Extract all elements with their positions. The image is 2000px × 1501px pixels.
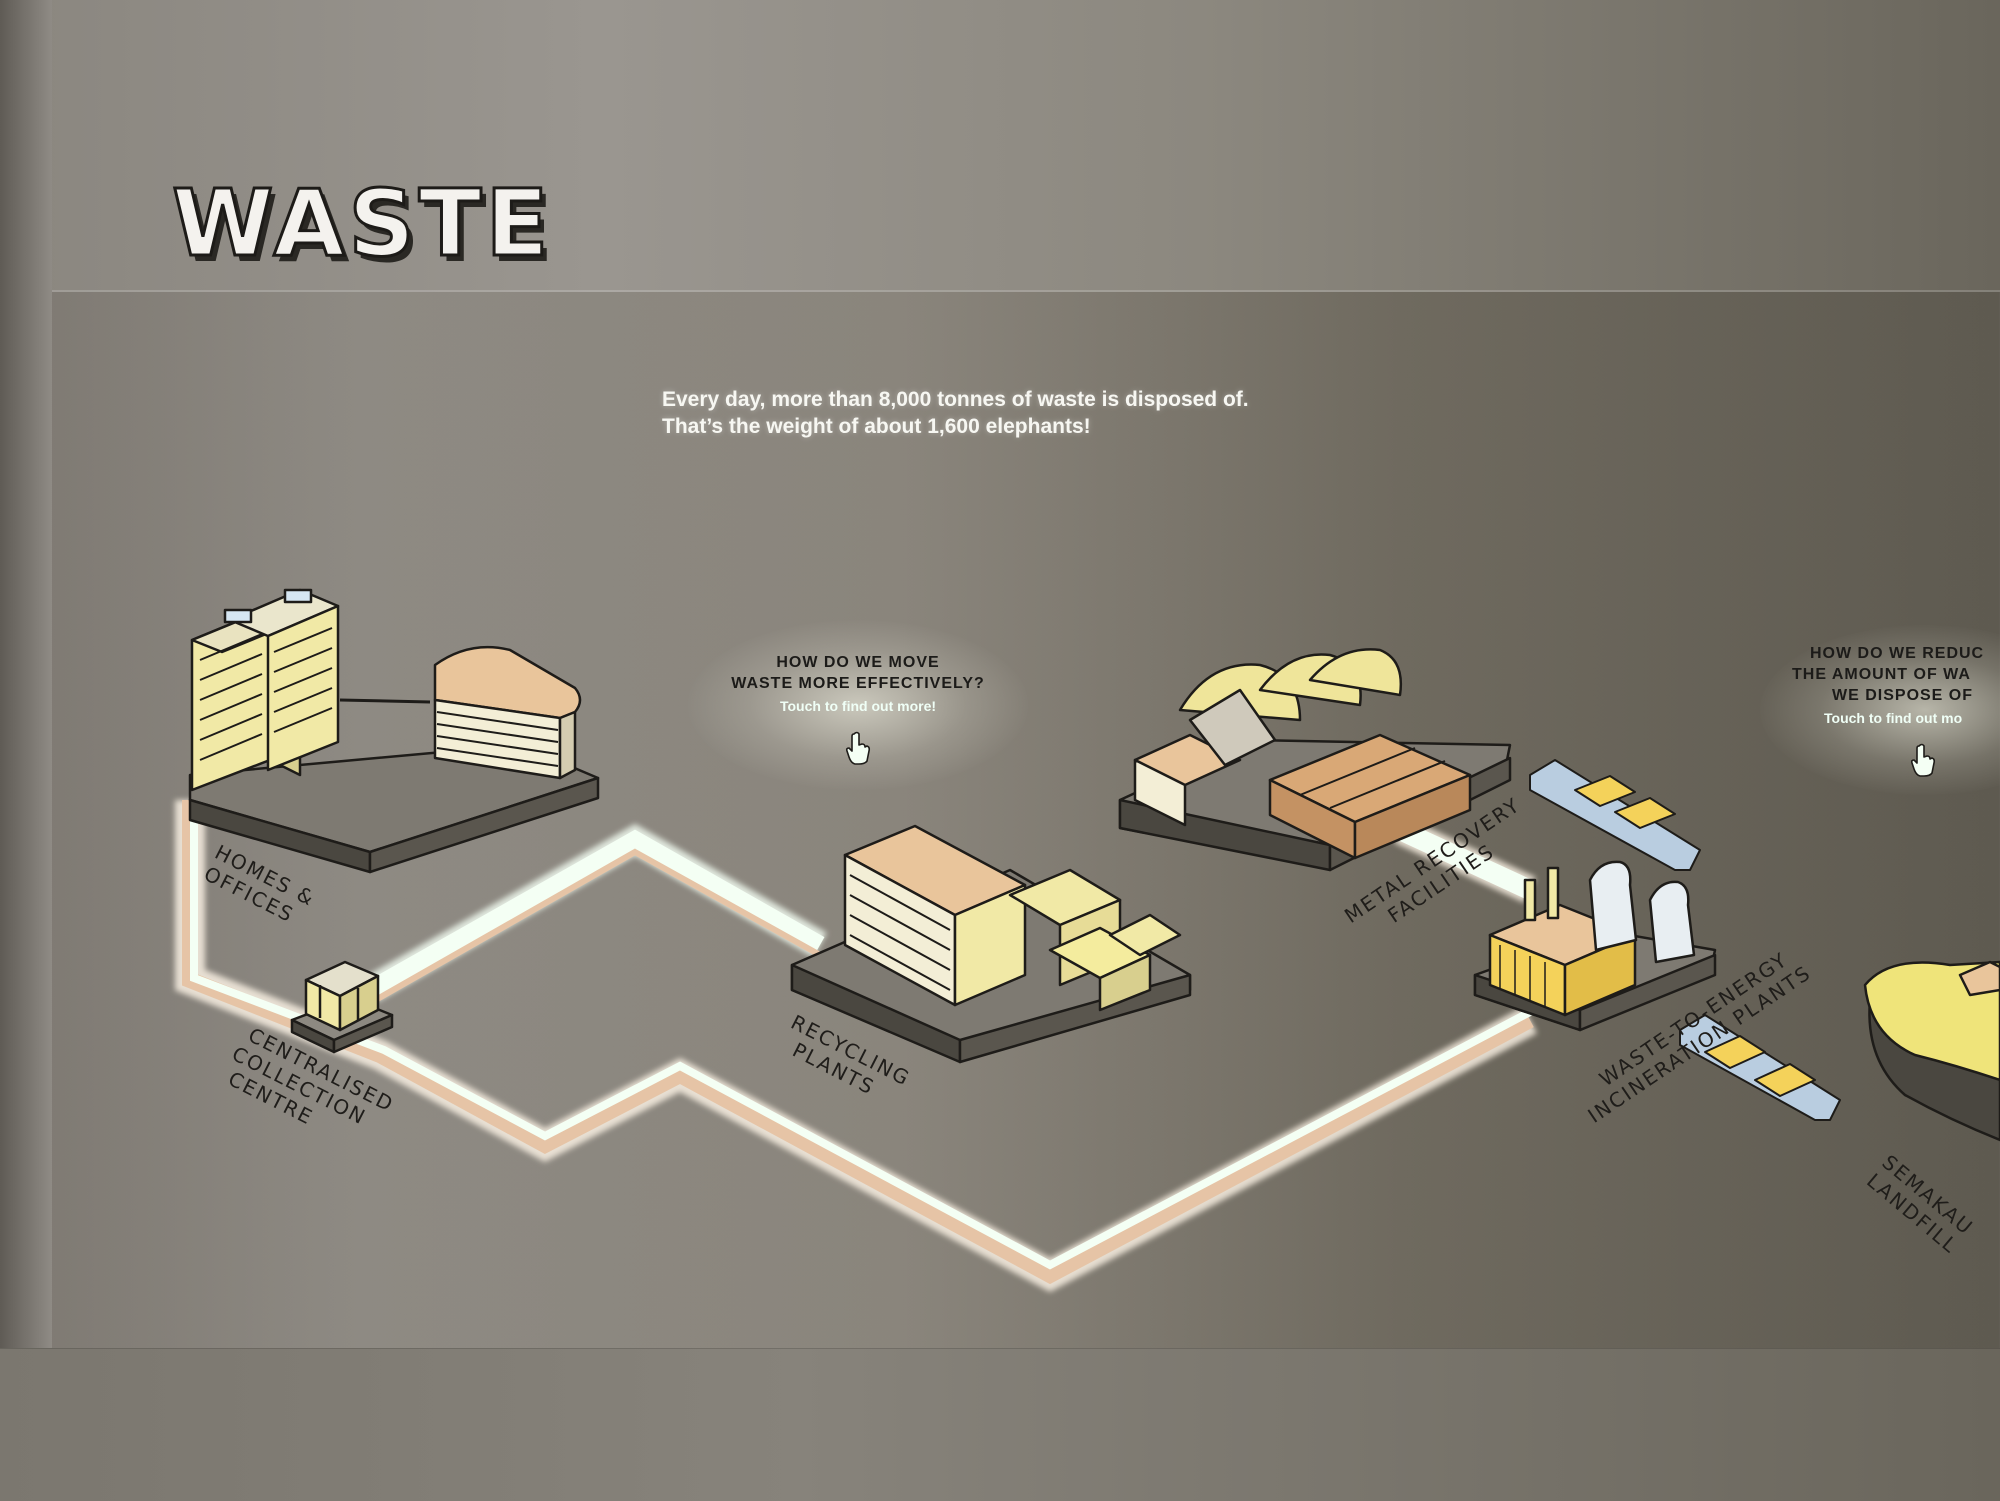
hotspot-1-line-2: WASTE MORE EFFECTIVELY? xyxy=(731,675,985,692)
homes-offices-station xyxy=(188,588,600,874)
hand-pointer-icon xyxy=(1910,743,1936,777)
barge-lower xyxy=(1679,1014,1841,1121)
upper-wall xyxy=(0,0,2000,292)
hotspot-2-line-2: THE AMOUNT OF WA xyxy=(1792,666,1971,683)
hotspot-2-line-3: WE DISPOSE OF xyxy=(1832,687,1974,704)
landfill-station xyxy=(1863,960,2000,1142)
hotspot-reduce-waste[interactable]: HOW DO WE REDUC THE AMOUNT OF WA WE DISP… xyxy=(1792,643,2000,777)
barge-upper xyxy=(1529,759,1701,871)
hotspot-1-touch: Touch to find out more! xyxy=(779,698,937,714)
intro-line-1: Every day, more than 8,000 tonnes of was… xyxy=(662,388,1249,411)
collection-centre-station xyxy=(290,960,394,1054)
panel-seam xyxy=(52,290,2000,292)
hand-pointer-icon xyxy=(845,731,871,765)
hotspot-2-line-1: HOW DO WE REDUC xyxy=(1810,645,1985,662)
left-wall-edge xyxy=(0,0,52,1500)
hotspot-1-line-1: HOW DO WE MOVE xyxy=(776,654,940,671)
hotspot-move-waste[interactable]: HOW DO WE MOVE WASTE MORE EFFECTIVELY? T… xyxy=(718,652,998,765)
lower-wall-panel xyxy=(0,1348,2000,1501)
intro-line-2: That’s the weight of about 1,600 elephan… xyxy=(662,415,1091,438)
exhibit-title: WASTE xyxy=(170,169,553,279)
incineration-plant-station xyxy=(1473,860,1717,1032)
recycling-plants-station xyxy=(790,824,1192,1064)
route-path xyxy=(182,800,1535,1285)
metal-recovery-station xyxy=(1118,648,1512,872)
hotspot-2-touch: Touch to find out mo xyxy=(1824,710,1963,726)
intro-text: Every day, more than 8,000 tonnes of was… xyxy=(662,386,1249,440)
